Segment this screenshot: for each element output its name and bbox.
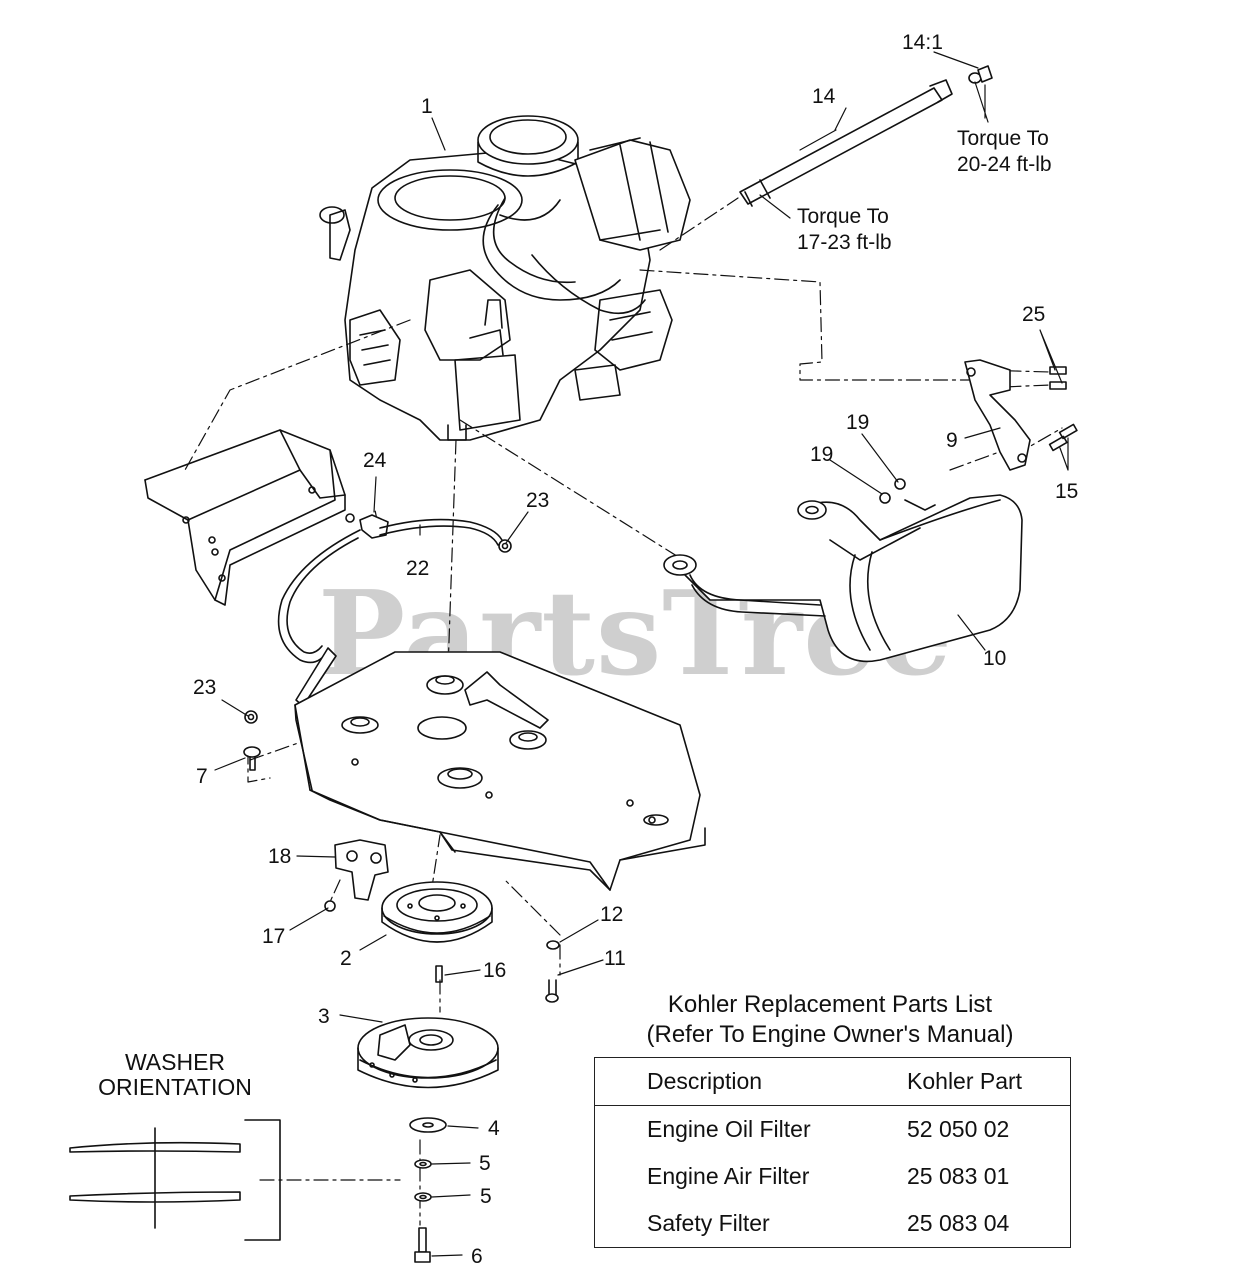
row-description: Engine Oil Filter bbox=[647, 1116, 811, 1142]
torque-note-tailpipe: Torque To 20-24 ft-lb bbox=[957, 126, 1052, 178]
table-row: Safety Filter 25 083 04 bbox=[595, 1200, 1071, 1248]
mount-bracket-drawing bbox=[324, 839, 389, 912]
callout-19-lower: 19 bbox=[810, 443, 834, 466]
callout-1: 1 bbox=[421, 95, 433, 118]
torque-note-pipe-end-line2: 17-23 ft-lb bbox=[797, 231, 892, 254]
torque-note-tailpipe-line2: 20-24 ft-lb bbox=[957, 153, 1052, 176]
header-description: Description bbox=[647, 1068, 763, 1094]
callout-14-1: 14:1 bbox=[902, 31, 943, 54]
kohler-parts-table: Description Kohler Part Engine Oil Filte… bbox=[594, 1057, 1071, 1248]
callout-16: 16 bbox=[483, 959, 507, 982]
callout-25: 25 bbox=[1022, 303, 1046, 326]
deck-plate-drawing bbox=[294, 651, 706, 891]
row-part-number: 52 050 02 bbox=[907, 1116, 1010, 1142]
callout-23-lower: 23 bbox=[193, 676, 217, 699]
washer-orientation-drawing bbox=[69, 1119, 281, 1241]
callout-22: 22 bbox=[406, 557, 430, 580]
callout-4: 4 bbox=[488, 1117, 500, 1140]
header-kohler-part: Kohler Part bbox=[907, 1068, 1023, 1094]
leader-lines bbox=[214, 51, 1069, 1257]
washer-title-line1: WASHER bbox=[124, 1049, 226, 1075]
row-description: Engine Air Filter bbox=[647, 1163, 810, 1189]
torque-note-pipe-end: Torque To 17-23 ft-lb bbox=[797, 204, 892, 256]
callout-7: 7 bbox=[196, 765, 208, 788]
callout-6: 6 bbox=[471, 1245, 483, 1268]
callout-3: 3 bbox=[318, 1005, 330, 1028]
pulley-drawing bbox=[381, 881, 493, 943]
table-header-row: Description Kohler Part bbox=[594, 1058, 1071, 1106]
bolts-drawing bbox=[435, 940, 560, 1003]
callout-5-upper: 5 bbox=[479, 1152, 491, 1175]
deflector-drawing bbox=[144, 429, 355, 606]
table-row: Engine Oil Filter 52 050 02 bbox=[595, 1106, 1071, 1154]
clutch-drawing bbox=[357, 1017, 499, 1089]
washer-title-line2: ORIENTATION bbox=[98, 1074, 252, 1100]
kohler-title-line2: (Refer To Engine Owner's Manual) bbox=[646, 1021, 1014, 1048]
tailpipe-drawing bbox=[739, 65, 993, 207]
callout-9: 9 bbox=[946, 429, 958, 452]
callout-18: 18 bbox=[268, 845, 292, 868]
callout-19-upper: 19 bbox=[846, 411, 870, 434]
torque-note-tailpipe-line1: Torque To bbox=[957, 127, 1049, 150]
callout-12: 12 bbox=[600, 903, 624, 926]
kohler-parts-title: Kohler Replacement Parts List (Refer To … bbox=[600, 990, 1060, 1050]
callout-24: 24 bbox=[363, 449, 387, 472]
callout-17: 17 bbox=[262, 925, 286, 948]
row-description: Safety Filter bbox=[647, 1210, 770, 1236]
kohler-title-line1: Kohler Replacement Parts List bbox=[667, 991, 993, 1018]
callout-10: 10 bbox=[983, 647, 1007, 670]
row-part-number: 25 083 04 bbox=[907, 1210, 1010, 1236]
callout-11: 11 bbox=[604, 947, 626, 970]
callout-23-upper: 23 bbox=[526, 489, 550, 512]
washer-orientation-title: WASHER ORIENTATION bbox=[70, 1050, 280, 1100]
engine-drawing bbox=[319, 115, 691, 441]
row-part-number: 25 083 01 bbox=[907, 1163, 1010, 1189]
muffler-drawing bbox=[663, 478, 1023, 663]
engine-bracket-drawing bbox=[964, 359, 1078, 471]
callout-14: 14 bbox=[812, 85, 836, 108]
table-row: Engine Air Filter 25 083 01 bbox=[595, 1153, 1071, 1200]
callout-15: 15 bbox=[1055, 480, 1079, 503]
washers-drawing bbox=[409, 1117, 447, 1263]
torque-note-pipe-end-line1: Torque To bbox=[797, 205, 889, 228]
callout-5-lower: 5 bbox=[480, 1185, 492, 1208]
callout-2: 2 bbox=[340, 947, 352, 970]
